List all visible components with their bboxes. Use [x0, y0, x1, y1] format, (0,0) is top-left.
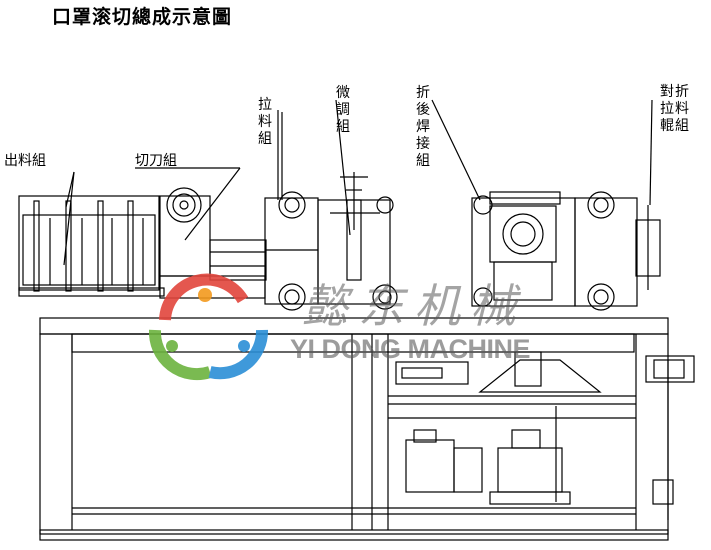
side-box	[645, 355, 695, 520]
label-fold-weld: 折後焊接組	[416, 85, 430, 169]
label-fold-pull-roller: 對折拉料輥組	[660, 84, 690, 134]
label-cutter: 切刀組	[135, 153, 177, 169]
fold-weld-unit	[471, 191, 576, 307]
label-fine-adjust: 微調組	[336, 85, 350, 135]
brand-english: YI DONG MACHINE	[290, 334, 531, 364]
label-outfeed: 出料組	[4, 153, 46, 169]
brand-logo	[148, 273, 268, 381]
leader-lines	[63, 99, 653, 266]
fold-pull-roller-unit	[574, 191, 661, 311]
brand-chinese: 懿东机械	[302, 279, 526, 333]
diagram-title: 口罩滚切總成示意圖	[52, 6, 233, 28]
label-pull: 拉料組	[258, 97, 272, 147]
interior-mechanisms	[395, 351, 602, 505]
outfeed-unit	[18, 195, 165, 297]
fine-adjust-unit	[317, 172, 398, 310]
